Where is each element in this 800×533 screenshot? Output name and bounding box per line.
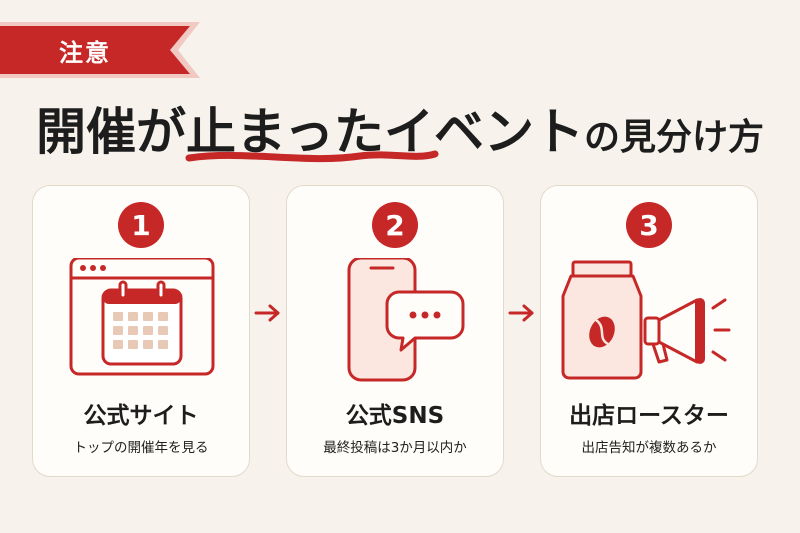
step-number-2: 2: [372, 202, 418, 248]
arrow-right-icon: [508, 304, 534, 322]
step-number-1: 1: [118, 202, 164, 248]
card-desc-roaster: 出店告知が複数あるか: [581, 440, 717, 456]
card-official-site: 1 公式サイト トップの開催年を見る: [32, 185, 250, 477]
card-roaster: 3 出店ロースター 出店告知が複数あるか: [540, 185, 758, 477]
card-desc-official-sns: 最終投稿は3か月以内か: [323, 440, 467, 456]
smartphone-chat-icon: [347, 258, 465, 382]
card-desc-official-site: トップの開催年を見る: [73, 440, 209, 456]
coffee-bag-megaphone-icon: [561, 260, 731, 380]
arrow-right-icon: [254, 304, 280, 322]
card-title-official-site: 公式サイト: [83, 403, 199, 429]
card-official-sns: 2 公式SNS 最終投稿は3か月以内か: [286, 185, 504, 477]
step-number-3: 3: [626, 202, 672, 248]
title-part1: 開催が: [35, 103, 186, 161]
card-title-roaster: 出店ロースター: [569, 403, 729, 429]
title-underline: [185, 150, 439, 163]
badge-ribbon: [0, 22, 200, 78]
calendar-browser-icon: [69, 258, 215, 376]
page-title: 開催が止まったイベントの見分け方: [0, 92, 800, 164]
title-part2: 止まったイベント: [185, 103, 584, 161]
title-part3: の見分け方: [583, 117, 764, 158]
card-title-official-sns: 公式SNS: [345, 403, 445, 429]
badge-label: 注意: [59, 38, 111, 67]
